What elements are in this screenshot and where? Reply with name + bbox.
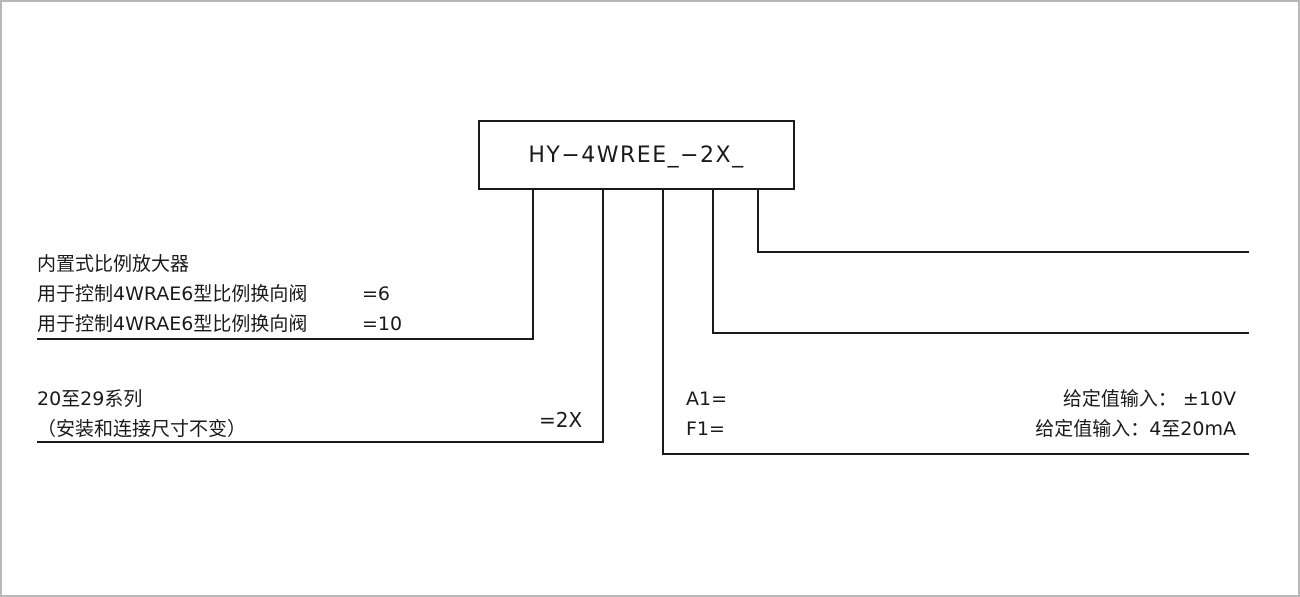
connector-vertical-2 xyxy=(602,190,604,443)
series-line2: （安装和连接尺寸不变） xyxy=(37,418,247,440)
series-value: =2X xyxy=(539,408,583,432)
signal-a1-description: 给定值输入： ±10V xyxy=(1062,388,1236,410)
connector-vertical-4 xyxy=(712,190,714,334)
signal-a1-code: A1= xyxy=(686,388,728,410)
connector-vertical-3 xyxy=(662,190,664,455)
amplifier-size6-label: 用于控制4WRAE6型比例换向阀 xyxy=(37,283,308,305)
connector-rung-amplifier xyxy=(37,338,534,340)
amplifier-size6-value: =6 xyxy=(362,283,391,305)
type-code-box: HY−4WREE_−2X_ xyxy=(478,120,795,190)
amplifier-size10-label: 用于控制4WRAE6型比例换向阀 xyxy=(37,313,308,335)
signal-f1-description: 给定值输入：4至20mA xyxy=(1035,418,1236,440)
connector-rung-series xyxy=(37,441,604,443)
signal-f1-code: F1= xyxy=(686,418,725,440)
type-code-text: HY−4WREE_−2X_ xyxy=(528,142,745,168)
series-line1: 20至29系列 xyxy=(37,388,143,410)
amplifier-title: 内置式比例放大器 xyxy=(37,253,190,275)
connector-rung-right-top xyxy=(757,251,1249,253)
connector-vertical-1 xyxy=(532,190,534,340)
connector-rung-right-middle xyxy=(712,332,1249,334)
connector-rung-signal xyxy=(662,453,1249,455)
amplifier-size10-value: =10 xyxy=(362,313,403,335)
connector-vertical-5 xyxy=(757,190,759,253)
